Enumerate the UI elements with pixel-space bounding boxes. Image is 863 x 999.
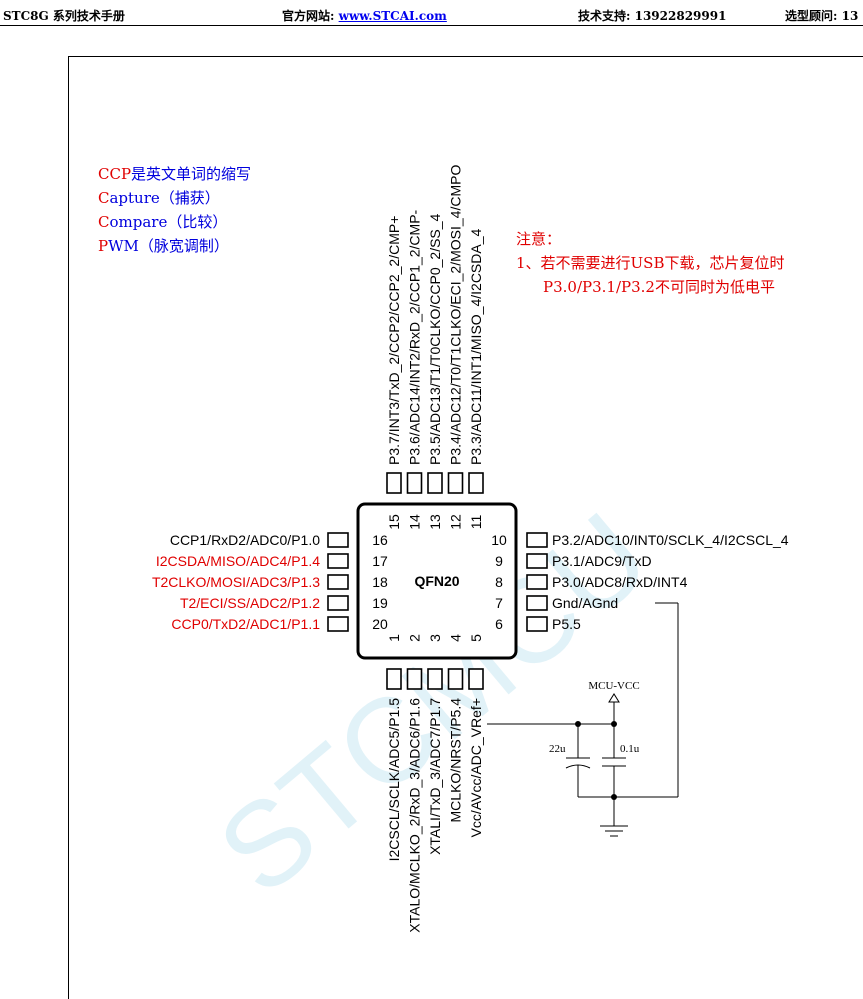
header-website: 官方网站: www.STCAI.com [282, 7, 447, 24]
pin-9-label: P3.1/ADC9/TxD [552, 553, 652, 569]
pin-4-label: MCLKO/NRST/P5.4 [448, 698, 464, 823]
pin-15-number: 15 [386, 514, 402, 530]
pin-4-pad [447, 668, 464, 690]
pin-8-number: 8 [495, 574, 503, 590]
junction-dot [611, 721, 617, 727]
vcc-label: MCU-VCC [588, 680, 639, 692]
pin-16-pad [327, 532, 349, 548]
pin-6-label: P5.5 [552, 616, 581, 632]
pin-20-pad [327, 616, 349, 632]
legend-line2-initial: C [98, 189, 109, 207]
pin-10-pad [526, 532, 548, 548]
pin-5-pad [468, 668, 484, 690]
pin-20-label: CCP0/TxD2/ADC1/P1.1 [171, 616, 320, 632]
pin-11-pad [468, 472, 484, 494]
ccp-legend: CCP是英文单词的缩写 Capture（捕获） Compare（比较） PWM（… [98, 165, 251, 255]
pin-5-label: Vcc/AVcc/ADC_VRef+ [468, 698, 484, 837]
header-website-label: 官方网站: [282, 9, 339, 23]
pin-8-pad [526, 574, 548, 590]
vcc-arrow [608, 693, 620, 703]
pin-13-label: P3.5/ADC13/T1/T0CLKO/CCP0_2/SS_4 [427, 213, 443, 465]
pin-6-number: 6 [495, 616, 503, 632]
pin-16-label: CCP1/RxD2/ADC0/P1.0 [170, 532, 320, 548]
header-rule [0, 25, 863, 26]
diagram-frame [68, 56, 863, 999]
pin-2-label: XTALO/MCLKO_2/RxD_3/ADC6/P1.6 [407, 698, 423, 933]
svg-text:Capture（捕获）: Capture（捕获） [98, 189, 220, 207]
cap2-value: 0.1u [620, 743, 640, 755]
header-doc-title: STC8G 系列技术手册 [3, 9, 125, 23]
pin-2-pad [406, 668, 423, 690]
pin-9-number: 9 [495, 553, 503, 569]
pin-15-pad [386, 472, 402, 494]
page-header: STC8G 系列技术手册 官方网站: www.STCAI.com 技术支持: 1… [0, 0, 863, 26]
pin-10-label: P3.2/ADC10/INT0/SCLK_4/I2CSCL_4 [552, 532, 789, 548]
pin-7-number: 7 [495, 595, 503, 611]
cap1-value: 22u [549, 743, 566, 755]
pin-12-pad [447, 472, 464, 494]
pin-9-pad [526, 553, 548, 569]
pin-18-pad [327, 574, 349, 590]
legend-line1-text: 是英文单词的缩写 [131, 165, 251, 183]
decoupling-circuit [487, 602, 679, 837]
pin-13-number: 13 [427, 514, 443, 530]
pin-6-pad [526, 616, 548, 632]
pin-2-number: 2 [407, 634, 423, 642]
legend-line2-text: apture（捕获） [109, 189, 219, 207]
junction-dot [611, 794, 617, 800]
pin-7-pad [526, 595, 548, 611]
pin-1-number: 1 [386, 634, 402, 642]
pin-15-label: P3.7/INT3/TxD_2/CCP2/CCP2_2/CMP+ [386, 216, 402, 465]
pin-5-number: 5 [468, 634, 484, 642]
legend-line1-abbr: CCP [98, 165, 131, 183]
pin-14-number: 14 [407, 514, 423, 530]
pin-14-label: P3.6/ADC14/INT2/RxD_2/CCP1_2/CMP- [407, 209, 423, 465]
header-advisor: 选型顾问: 13 [785, 9, 859, 23]
pin-11-number: 11 [468, 515, 484, 530]
pin-7-label: Gnd/AGnd [552, 595, 618, 611]
pin-3-label: XTALI/TxD_3/ADC7/P1.7 [427, 698, 443, 855]
legend-line4-text: WM（脉宽调制） [108, 237, 229, 255]
pin-12-label: P3.4/ADC12/T0/T1CLKO/ECI_2/MOSI_4/CMPO [448, 165, 464, 465]
pin-19-pad [327, 595, 349, 611]
note-title: 注意： [516, 230, 561, 248]
svg-text:Compare（比较）: Compare（比较） [98, 213, 227, 231]
legend-line3-initial: C [98, 213, 109, 231]
pin-20-number: 20 [372, 616, 388, 632]
legend-line4-initial: P [98, 237, 108, 255]
pin-11-label: P3.3/ADC11/INT1/MISO_4/I2CSDA_4 [468, 229, 484, 465]
pin-18-number: 18 [372, 574, 388, 590]
pin-17-label: I2CSDA/MISO/ADC4/P1.4 [156, 553, 320, 569]
pin-16-number: 16 [372, 532, 388, 548]
pin-18-label: T2CLKO/MOSI/ADC3/P1.3 [152, 574, 320, 590]
pin-3-number: 3 [427, 634, 443, 642]
legend-line3-text: ompare（比较） [109, 213, 227, 231]
note-line2: P3.0/P3.1/P3.2不可同时为低电平 [543, 278, 775, 296]
note-line1: 1、若不需要进行USB下载，芯片复位时 [516, 254, 785, 272]
pin-8-label: P3.0/ADC8/RxD/INT4 [552, 574, 688, 590]
website-link[interactable]: www.STCAI.com [338, 9, 447, 23]
chip-package-name: QFN20 [414, 573, 459, 589]
pin-17-number: 17 [372, 553, 388, 569]
usb-note: 注意： 1、若不需要进行USB下载，芯片复位时 P3.0/P3.1/P3.2不可… [516, 230, 785, 296]
pin-19-label: T2/ECI/SS/ADC2/P1.2 [180, 595, 320, 611]
svg-text:PWM（脉宽调制）: PWM（脉宽调制） [98, 237, 229, 255]
chip-body [356, 502, 518, 660]
pin-10-number: 10 [491, 532, 507, 548]
pin-12-number: 12 [448, 514, 464, 530]
pin-14-pad [406, 472, 423, 494]
header-support: 技术支持: 13922829991 [578, 9, 727, 23]
pin-17-pad [327, 553, 349, 569]
pin-4-number: 4 [448, 634, 464, 642]
pin-13-pad [427, 472, 443, 494]
junction-dot [575, 721, 581, 727]
pin-1-pad [386, 668, 402, 690]
pin-1-label: I2CSCL/SCLK/ADC5/P1.5 [386, 698, 402, 862]
pin-3-pad [427, 668, 443, 690]
svg-text:CCP是英文单词的缩写: CCP是英文单词的缩写 [98, 165, 251, 183]
pin-19-number: 19 [372, 595, 388, 611]
